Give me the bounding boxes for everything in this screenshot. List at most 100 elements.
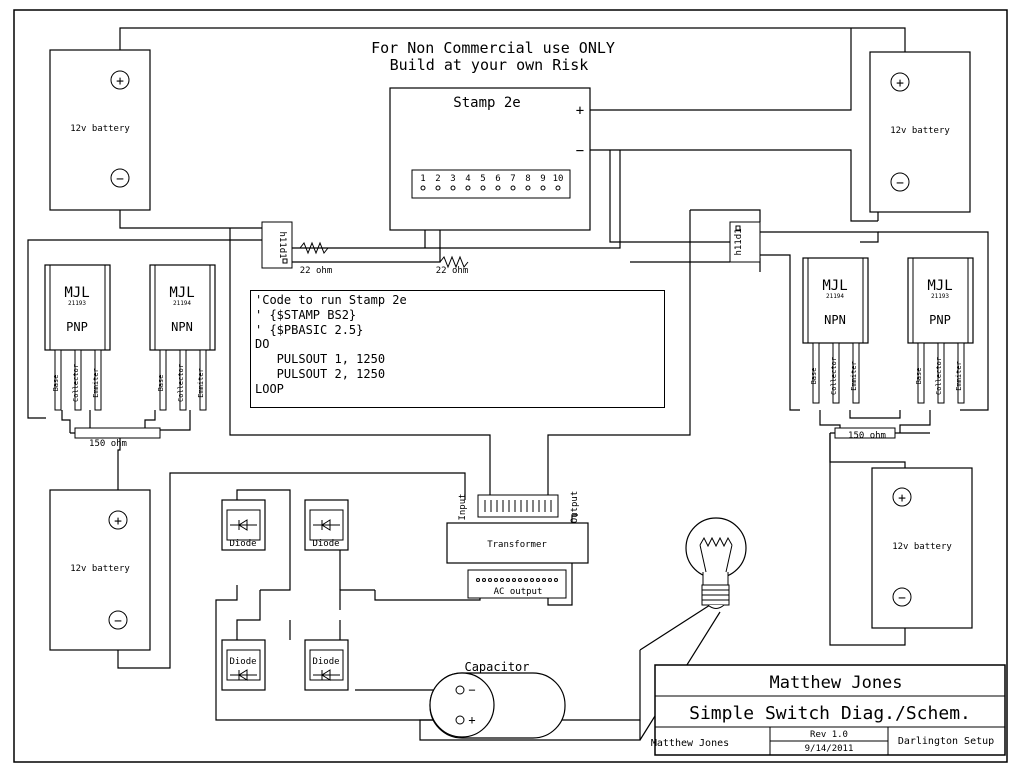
transistor-leg bbox=[832, 342, 840, 404]
diode: Diode bbox=[304, 499, 349, 551]
code-line: PULSOUT 1, 1250 bbox=[255, 352, 386, 367]
code-line: ' {$PBASIC 2.5} bbox=[255, 322, 364, 337]
transistor-model: 21193 bbox=[68, 300, 86, 307]
resistor-150ohm-left: 150 ohm bbox=[74, 427, 161, 449]
leg-label-base: Base bbox=[915, 368, 923, 385]
diode-label: Diode bbox=[312, 657, 339, 667]
stamp-pin bbox=[525, 185, 531, 191]
transistor-model: 21194 bbox=[826, 293, 844, 300]
stamp-plus: + bbox=[576, 103, 584, 119]
leg-label-emitter: Emmiter bbox=[850, 361, 858, 391]
transistor-leg bbox=[957, 342, 965, 404]
transformer-input-label: Input bbox=[458, 493, 468, 520]
transistor-brand: MJL bbox=[822, 278, 847, 294]
leg-label-base: Base bbox=[52, 375, 60, 392]
transformer-pin bbox=[500, 578, 504, 582]
resistor-label: 150 ohm bbox=[848, 431, 886, 441]
battery-plus: + bbox=[114, 514, 122, 529]
battery-plus: + bbox=[896, 76, 904, 91]
stamp-pin bbox=[420, 185, 426, 191]
stamp-pin-label: 4 bbox=[465, 174, 470, 184]
code-line: 'Code to run Stamp 2e bbox=[255, 293, 407, 307]
drawing-border bbox=[13, 9, 1008, 763]
title-block: Matthew Jones Simple Switch Diag./Schem.… bbox=[651, 664, 1006, 756]
leg-label-base: Base bbox=[810, 368, 818, 385]
resistor-label: 150 ohm bbox=[89, 439, 127, 449]
battery-minus: − bbox=[114, 614, 122, 629]
battery-minus: − bbox=[896, 176, 904, 191]
leg-label-emitter: Emmiter bbox=[197, 368, 205, 398]
code-line: DO bbox=[255, 337, 270, 352]
transformer-label: Transformer bbox=[487, 540, 547, 550]
title-block-project: Darlington Setup bbox=[898, 736, 994, 747]
battery-plus: + bbox=[898, 491, 906, 506]
transistor-type: NPN bbox=[171, 320, 193, 334]
ac-output-label: AC output bbox=[494, 587, 543, 597]
leg-label-collector: Collector bbox=[830, 357, 838, 395]
battery-label: 12v battery bbox=[70, 124, 130, 134]
transformer-pin bbox=[530, 578, 534, 582]
stamp-pin-label: 8 bbox=[525, 174, 530, 184]
transistor-brand: MJL bbox=[64, 285, 89, 301]
optocoupler-right: h11d1 bbox=[729, 221, 761, 263]
transistor-leg bbox=[937, 342, 945, 404]
resistor-22ohm-2: 22 ohm bbox=[436, 255, 469, 276]
transformer-pin bbox=[554, 578, 558, 582]
title-block-author: Matthew Jones bbox=[769, 673, 902, 693]
header-line-2: Build at your own Risk bbox=[390, 56, 589, 74]
title-block-title: Simple Switch Diag./Schem. bbox=[689, 703, 971, 724]
capacitor: − + Capacitor bbox=[429, 660, 566, 739]
transformer-pin bbox=[482, 578, 486, 582]
transformer-pin bbox=[476, 578, 480, 582]
transistor-leg bbox=[94, 349, 102, 411]
diode-label: Diode bbox=[312, 539, 339, 549]
optocoupler-label: h11d1 bbox=[277, 231, 287, 258]
transistor-leg bbox=[812, 342, 820, 404]
title-block-rev: Rev 1.0 bbox=[810, 730, 848, 740]
stamp-pin bbox=[510, 185, 516, 191]
battery-label: 12v battery bbox=[892, 542, 952, 552]
battery-minus: − bbox=[898, 591, 906, 606]
diode: Diode bbox=[221, 639, 266, 691]
transformer-pin bbox=[524, 578, 528, 582]
code-line: PULSOUT 2, 1250 bbox=[255, 366, 386, 381]
diode-label: Diode bbox=[229, 657, 256, 667]
resistor-22ohm-1: 22 ohm bbox=[299, 241, 332, 276]
header-line-1: For Non Commercial use ONLY bbox=[371, 39, 615, 57]
stamp-pin bbox=[540, 185, 546, 191]
transformer-pin bbox=[488, 578, 492, 582]
transistor-model: 21193 bbox=[931, 293, 949, 300]
leg-label-emitter: Emmiter bbox=[955, 361, 963, 391]
stamp-pin bbox=[435, 185, 441, 191]
transformer-pin bbox=[542, 578, 546, 582]
diode: Diode bbox=[221, 499, 266, 551]
battery-minus: − bbox=[116, 172, 124, 187]
leg-label-collector: Collector bbox=[935, 357, 943, 395]
leg-label-collector: Collector bbox=[177, 364, 185, 402]
transistor-type: PNP bbox=[929, 313, 951, 327]
code-line: LOOP bbox=[255, 381, 284, 396]
stamp-pin-label: 2 bbox=[435, 174, 440, 184]
stamp-pin-label: 1 bbox=[420, 174, 425, 184]
light-bulb-icon bbox=[685, 517, 747, 609]
stamp-pin-label: 5 bbox=[480, 174, 485, 184]
transformer-output-label: Output bbox=[570, 491, 580, 524]
transistor-leg bbox=[54, 349, 62, 411]
stamp-pin bbox=[555, 185, 561, 191]
battery-top-left: + − 12v battery bbox=[49, 49, 151, 211]
transformer-pin bbox=[536, 578, 540, 582]
leg-label-base: Base bbox=[157, 375, 165, 392]
transistor-model: 21194 bbox=[173, 300, 191, 307]
stamp-minus: − bbox=[576, 143, 584, 159]
transistor-leg bbox=[199, 349, 207, 411]
transformer-pin bbox=[506, 578, 510, 582]
transistor-type: NPN bbox=[824, 313, 846, 327]
stamp-pin-label: 6 bbox=[495, 174, 500, 184]
battery-label: 12v battery bbox=[70, 564, 130, 574]
